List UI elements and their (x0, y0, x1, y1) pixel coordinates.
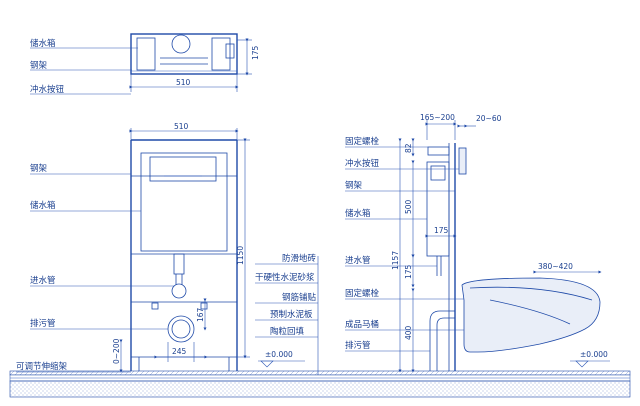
layer-label-1: 防滑地砖 (282, 253, 317, 264)
side-toilet-bowl (461, 277, 601, 353)
side-top-range-dim: 165~200 (420, 113, 455, 122)
top-frame-label: 钢架 (30, 60, 48, 71)
level-right-marker (575, 360, 589, 368)
front-flush-plate (149, 156, 217, 182)
front-inlet-label: 进水管 (30, 275, 56, 286)
front-inlet-elbow (171, 283, 187, 299)
layer-label-4: 预制水泥板 (270, 309, 313, 320)
side-gap-dim: 20~60 (476, 114, 502, 123)
top-view-left-box (136, 37, 156, 71)
side-flush-plate (458, 147, 467, 175)
side-175v-dim: 175 (404, 264, 413, 279)
top-width-dim: 510 (176, 78, 191, 87)
top-flush-label: 冲水按钮 (30, 84, 65, 95)
level-left-text: ±0.000 (265, 350, 293, 359)
adj-range-dim: 0~200 (112, 338, 121, 364)
top-view-valve (171, 34, 191, 54)
front-tank-label: 储水箱 (30, 200, 56, 211)
layer-label-2: 干硬性水泥砂浆 (255, 272, 315, 283)
floor-layer-callout: 防滑地砖 干硬性水泥砂浆 钢筋铺贴 预制水泥板 陶粒回填 (255, 253, 319, 377)
front-width-dim: 510 (174, 122, 189, 131)
side-bolt-top-label: 固定螺栓 (345, 136, 380, 147)
side-drain-label: 排污管 (345, 340, 371, 351)
level-right-text: ±0.000 (580, 350, 608, 359)
side-1157-dim: 1157 (391, 251, 400, 270)
front-view: 510 1150 245 167 0~200 钢架 储水箱 进水管 排污管 可调… (16, 122, 305, 373)
top-view-frame (130, 33, 238, 75)
side-tank (426, 161, 450, 257)
side-400-dim: 400 (404, 325, 413, 340)
layer-label-5: 陶粒回填 (270, 326, 305, 337)
level-left-marker (260, 360, 274, 368)
top-tank-label: 储水箱 (30, 38, 56, 49)
front-adj-label: 可调节伸缩架 (16, 361, 68, 372)
floor-slab (9, 370, 631, 398)
top-depth-dim: 175 (251, 45, 260, 60)
side-175-dim: 175 (434, 226, 449, 235)
top-view-right-box (211, 37, 231, 71)
side-bolt-low-label: 固定螺栓 (345, 288, 380, 299)
side-tank-label: 储水箱 (345, 208, 371, 219)
layer-label-3: 钢筋铺贴 (282, 292, 317, 303)
toilet-length-dim: 380~420 (538, 262, 573, 271)
drain-width-dim: 245 (172, 347, 187, 356)
front-height-dim: 1150 (236, 246, 245, 265)
front-frame-label: 钢架 (30, 163, 48, 174)
front-drain-label: 排污管 (30, 318, 56, 329)
side-frame-label: 钢架 (345, 180, 363, 191)
side-82-dim: 82 (404, 143, 413, 153)
side-flush-label: 冲水按钮 (345, 158, 380, 169)
front-tank (140, 152, 228, 252)
top-view: 510 175 储水箱 钢架 冲水按钮 (30, 33, 260, 95)
side-drain-pipe (429, 310, 455, 371)
side-inlet-label: 进水管 (345, 255, 371, 266)
side-toilet-label: 成品马桶 (345, 319, 379, 330)
side-view: 1157 82 500 175 400 175 165~200 20~60 38… (345, 113, 610, 373)
side-500-dim: 500 (404, 199, 413, 214)
drain-height-dim: 167 (196, 307, 205, 322)
